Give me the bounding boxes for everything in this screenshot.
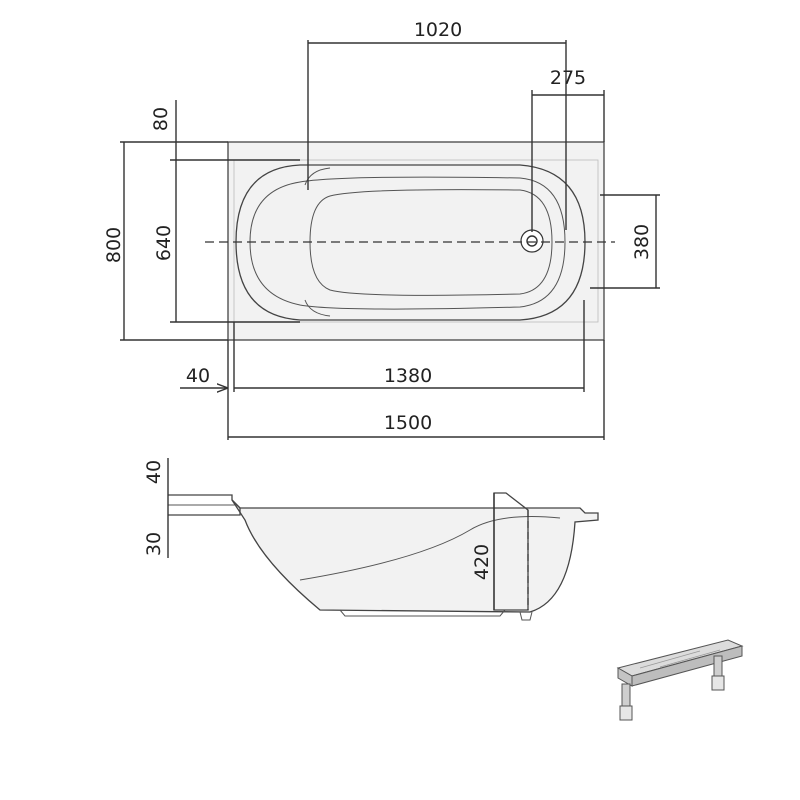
support-frame-illustration — [616, 639, 744, 721]
dim-1020: 1020 — [414, 19, 462, 41]
dim-800: 800 — [103, 227, 125, 263]
tub-side-profile — [231, 499, 599, 613]
dim-1380: 1380 — [384, 365, 432, 387]
dim-80: 80 — [150, 107, 172, 131]
drain-icon — [520, 229, 544, 253]
side-view: 40 30 420 — [143, 458, 599, 621]
top-view: 1020 275 80 800 640 380 40 1380 — [103, 19, 660, 440]
dim-30-side: 30 — [143, 532, 165, 556]
dim-40-side: 40 — [143, 460, 165, 484]
dim-275: 275 — [550, 67, 586, 89]
tub-basin-inner — [249, 176, 566, 310]
dim-380: 380 — [631, 224, 653, 260]
dim-420: 420 — [471, 544, 493, 580]
dim-640: 640 — [153, 225, 175, 261]
dim-1500: 1500 — [384, 412, 432, 434]
tub-basin-outer — [235, 164, 586, 321]
dim-40-top: 40 — [186, 365, 210, 387]
